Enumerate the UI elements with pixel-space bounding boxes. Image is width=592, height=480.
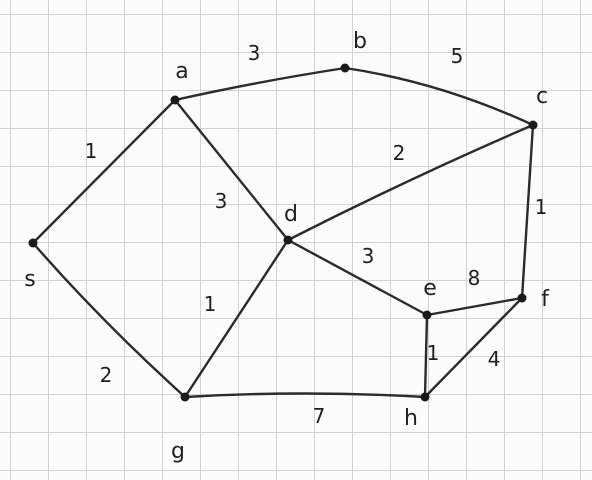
- node-h: [420, 392, 430, 402]
- edge-e-h: [423, 313, 429, 399]
- node-label-e: e: [423, 276, 437, 301]
- node-e: [422, 310, 432, 320]
- edge-s-a: [31, 98, 177, 245]
- edge-weight-s-g: 2: [100, 363, 113, 387]
- edge-a-b: [173, 66, 347, 102]
- node-g: [180, 392, 190, 402]
- edge-a-d: [173, 98, 290, 242]
- edge-f-h: [423, 296, 524, 399]
- edge-weight-c-f: 1: [535, 195, 548, 219]
- node-label-a: a: [175, 59, 188, 84]
- edge-s-g: [31, 241, 187, 399]
- edge-d-e: [286, 238, 429, 317]
- node-d: [283, 235, 293, 245]
- edge-weight-b-c: 5: [451, 44, 464, 68]
- edge-weight-a-d: 3: [215, 189, 228, 213]
- node-b: [340, 63, 350, 73]
- edge-weight-s-a: 1: [85, 139, 98, 163]
- node-label-c: c: [536, 84, 548, 109]
- edge-g-h: [183, 392, 427, 399]
- edge-weight-a-b: 3: [248, 41, 261, 65]
- node-label-h: h: [404, 406, 418, 431]
- edge-weight-d-g: 1: [204, 292, 217, 316]
- node-label-d: d: [284, 202, 298, 227]
- node-a: [170, 95, 180, 105]
- node-f: [517, 293, 527, 303]
- node-label-f: f: [541, 287, 550, 312]
- edge-weight-e-h: 1: [427, 341, 440, 365]
- node-label-g: g: [171, 439, 185, 464]
- edge-b-c: [343, 66, 535, 127]
- edge-weight-g-h: 7: [313, 404, 326, 428]
- node-s: [28, 238, 38, 248]
- edge-weight-d-e: 3: [362, 244, 375, 268]
- edge-c-d: [286, 123, 535, 242]
- edge-weight-e-f: 8: [468, 266, 481, 290]
- edge-weight-c-d: 2: [393, 141, 406, 165]
- edge-e-f: [425, 296, 524, 317]
- nodes-layer: a b c d e f g h s: [24, 29, 550, 464]
- node-label-s: s: [24, 267, 35, 292]
- edges-layer: 1 2 3 3 5 2 1 3 1 8 1 4 7: [31, 41, 548, 428]
- node-c: [528, 120, 538, 130]
- edge-weight-f-h: 4: [488, 347, 501, 371]
- edge-d-g: [183, 238, 290, 399]
- node-label-b: b: [353, 29, 367, 54]
- edge-c-f: [520, 123, 535, 300]
